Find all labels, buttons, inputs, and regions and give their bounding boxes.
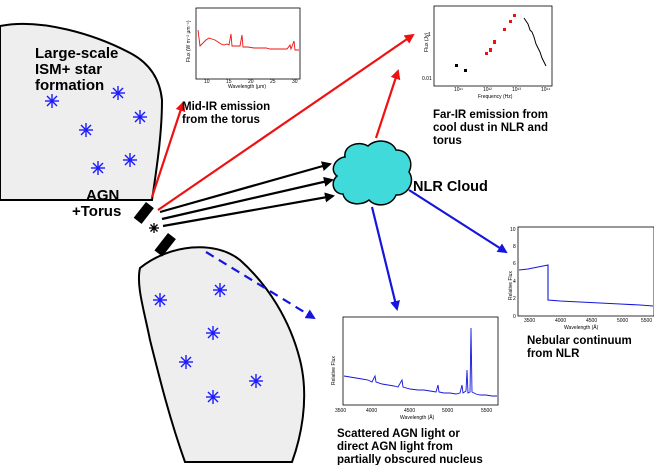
arrow-agn-nlr-1 — [159, 161, 332, 214]
caption-scattered-line: Scattered AGN light or — [337, 428, 460, 440]
plot-nebular-xtick: 4000 — [555, 318, 566, 324]
plot-scattered-spectrum — [343, 327, 497, 397]
plot-scattered-xtick: 5000 — [442, 408, 453, 414]
plot-scattered-xtick: 4000 — [366, 408, 377, 414]
nlr-cloud — [332, 140, 413, 206]
caption-midir-line: from the torus — [182, 114, 260, 126]
plot-nebular-xlabel: Wavelength (Å) — [564, 324, 599, 331]
plot-midir-xtick: 25 — [270, 79, 276, 85]
galaxy-lower — [137, 246, 306, 463]
plot-scattered: Wavelength (Å) Relative Flux 3500 4000 4… — [331, 316, 499, 421]
caption-midir: Mid-IR emission from the torus — [182, 101, 273, 126]
plot-farir-xtick: 10¹² — [483, 87, 492, 93]
plot-farir-ylabel: Flux (Jy) — [424, 33, 430, 53]
arrow-nebular — [408, 189, 508, 254]
arrow-midir — [150, 101, 186, 198]
caption-midir-line: Mid-IR emission — [182, 101, 270, 113]
plot-nebular-xtick: 5500 — [641, 318, 652, 324]
plot-midir-spectrum — [197, 29, 299, 51]
plot-nebular-ytick: 8 — [513, 244, 516, 250]
agn-label-line: AGN — [86, 187, 119, 204]
galaxy-label: Large-scale ISM+ star formation — [35, 45, 123, 94]
plot-farir: Frequency (Hz) Flux (Jy) 10¹¹ 10¹² 10¹³ … — [422, 5, 553, 100]
galaxy-upper — [0, 22, 164, 201]
caption-farir: Far-IR emission from cool dust in NLR an… — [433, 109, 551, 147]
caption-scattered: Scattered AGN light or direct AGN light … — [337, 428, 483, 465]
plot-nebular-ytick: 4 — [513, 279, 516, 285]
plot-nebular-ytick: 2 — [513, 296, 516, 302]
caption-nebular-line: from NLR — [527, 348, 580, 360]
plot-farir-line — [523, 17, 547, 67]
galaxy-label-line: ISM+ star — [35, 61, 102, 78]
plot-farir-xtick: 10¹¹ — [454, 87, 463, 93]
caption-farir-line: Far-IR emission from — [433, 109, 548, 121]
torus-bar-upper — [133, 202, 154, 224]
plot-nebular-ylabel: Relative Flux — [508, 271, 514, 300]
plot-nebular-ytick: 10 — [510, 227, 516, 233]
arrow-scattered-agn — [205, 251, 316, 320]
plot-nebular: Wavelength (Å) Relative Flux 3500 4000 4… — [508, 226, 654, 331]
plot-scattered-xtick: 4500 — [404, 408, 415, 414]
plot-nebular-xtick: 4500 — [586, 318, 597, 324]
arrow-agn-nlr-2 — [161, 176, 334, 221]
caption-nebular: Nebular continuum from NLR — [527, 335, 635, 360]
plot-scattered-xtick: 3500 — [335, 408, 346, 414]
arrow-farir-from-agn — [157, 33, 415, 211]
plot-farir-points — [455, 14, 516, 72]
plot-midir-ylabel: Flux (W m⁻² μm⁻¹) — [186, 20, 192, 62]
plot-nebular-xtick: 5000 — [617, 318, 628, 324]
caption-scattered-line: direct AGN light from — [337, 441, 453, 453]
plot-farir-ytick: 1 — [428, 32, 431, 38]
arrow-scattered-nlr — [370, 206, 400, 311]
plot-scattered-frame — [342, 316, 499, 406]
plot-scattered-ylabel: Relative Flux — [331, 356, 337, 385]
plot-nebular-xtick: 3500 — [524, 318, 535, 324]
galaxy-label-line: formation — [35, 77, 104, 94]
agn-label-line: +Torus — [72, 203, 121, 220]
caption-farir-line: torus — [433, 135, 462, 147]
caption-scattered-line: partially obscured nucleus — [337, 454, 483, 465]
arrow-farir-from-nlr — [374, 69, 401, 139]
plot-nebular-spectrum — [518, 264, 654, 307]
plot-midir-xlabel: Wavelength (μm) — [228, 84, 266, 90]
plot-midir-frame — [195, 7, 301, 80]
torus-bar-lower — [154, 233, 176, 257]
galaxy-label-line: Large-scale — [35, 45, 118, 62]
plot-midir: Wavelength (μm) Flux (W m⁻² μm⁻¹) 10 15 … — [186, 7, 301, 90]
plot-farir-frame — [433, 5, 553, 87]
plot-midir-xtick: 30 — [292, 79, 298, 85]
plot-midir-xtick: 15 — [226, 79, 232, 85]
plot-scattered-xlabel: Wavelength (Å) — [400, 414, 435, 421]
plot-scattered-xtick: 5500 — [481, 408, 492, 414]
nucleus-icon — [149, 223, 159, 233]
arrow-agn-nlr-3 — [162, 192, 335, 228]
plot-farir-xtick: 10¹³ — [512, 87, 521, 93]
caption-farir-line: cool dust in NLR and — [433, 122, 548, 134]
plot-nebular-frame — [517, 226, 654, 317]
plot-nebular-ytick: 6 — [513, 261, 516, 267]
plot-farir-ytick: 0.01 — [422, 76, 432, 82]
star-markers — [45, 86, 263, 404]
plot-midir-xtick: 10 — [204, 79, 210, 85]
plot-farir-xtick: 10¹⁴ — [541, 87, 550, 93]
caption-nebular-line: Nebular continuum — [527, 335, 632, 347]
plot-midir-xtick: 20 — [248, 79, 254, 85]
plot-farir-xlabel: Frequency (Hz) — [478, 94, 513, 100]
plot-nebular-ytick: 0 — [513, 314, 516, 320]
agn-label: AGN +Torus — [72, 187, 124, 220]
nlr-label: NLR Cloud — [413, 179, 488, 195]
